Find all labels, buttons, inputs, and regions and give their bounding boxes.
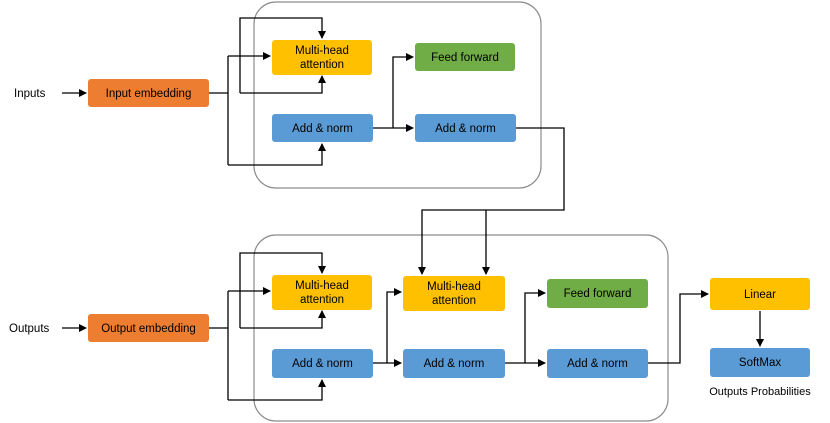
decoder-add-norm-1-box: Add & norm [272, 349, 373, 378]
outputs-probabilities-label: Outputs Probabilities [709, 386, 811, 398]
arrow-addnorm1-to-feedforward [392, 53, 414, 128]
output-embedding-box: Output embedding [88, 314, 209, 342]
encoder-multihead-attention-box: Multi-head attention [272, 40, 372, 75]
arrow-to-decoder-mha1-bottom [240, 310, 326, 329]
arrow-addnorm2-to-feedforward [524, 289, 546, 363]
decoder-add-norm-2-box: Add & norm [403, 349, 505, 378]
encoder-add-norm-1-label: Add & norm [292, 123, 353, 135]
decoder-mha2-label-line2: attention [432, 295, 476, 307]
arrow-residual-to-encoder-addnorm [228, 143, 326, 166]
arrow-to-decoder-mha1-top [239, 252, 326, 328]
output-embedding-label: Output embedding [101, 323, 196, 335]
decoder-add-norm-3-box: Add & norm [547, 349, 648, 378]
decoder-multihead-attention-2-box: Multi-head attention [403, 276, 505, 311]
decoder-feed-forward-box: Feed forward [547, 279, 648, 308]
linear-box: Linear [710, 278, 810, 310]
softmax-box: SoftMax [710, 348, 810, 377]
decoder-add-norm-1-label: Add & norm [292, 358, 353, 370]
arrow-to-encoder-mha-top [239, 17, 326, 93]
arrow-decoder-to-linear [648, 290, 709, 364]
decoder-multihead-attention-1-box: Multi-head attention [272, 275, 372, 310]
arrow-encoder-output-to-decoder-left [418, 127, 565, 275]
decoder-feed-forward-label: Feed forward [564, 288, 632, 300]
encoder-add-norm-1-box: Add & norm [272, 114, 373, 142]
encoder-mha-label-line2: attention [300, 59, 344, 71]
encoder-add-norm-2-box: Add & norm [415, 114, 516, 142]
softmax-label: SoftMax [739, 357, 781, 369]
decoder-mha2-label-line1: Multi-head [427, 281, 481, 293]
encoder-mha-label-line1: Multi-head [295, 45, 349, 57]
outputs-label: Outputs [9, 323, 50, 335]
decoder-add-norm-3-label: Add & norm [567, 358, 628, 370]
decoder-add-norm-2-label: Add & norm [424, 358, 485, 370]
encoder-feed-forward-box: Feed forward [415, 43, 515, 71]
connectors [62, 17, 764, 401]
arrow-residual-to-decoder-addnorm1 [228, 379, 326, 401]
encoder-feed-forward-label: Feed forward [431, 52, 499, 64]
encoder-container [253, 1, 542, 189]
encoder-add-norm-2-label: Add & norm [435, 123, 496, 135]
inputs-label: Inputs [14, 88, 46, 100]
linear-label: Linear [744, 289, 776, 301]
input-embedding-box: Input embedding [88, 79, 209, 107]
arrow-addnorm1-to-mha2 [386, 288, 402, 363]
input-embedding-label: Input embedding [106, 88, 192, 100]
decoder-mha1-label-line1: Multi-head [295, 280, 349, 292]
arrow-to-encoder-mha-bottom [240, 75, 326, 94]
decoder-mha1-label-line2: attention [300, 294, 344, 306]
